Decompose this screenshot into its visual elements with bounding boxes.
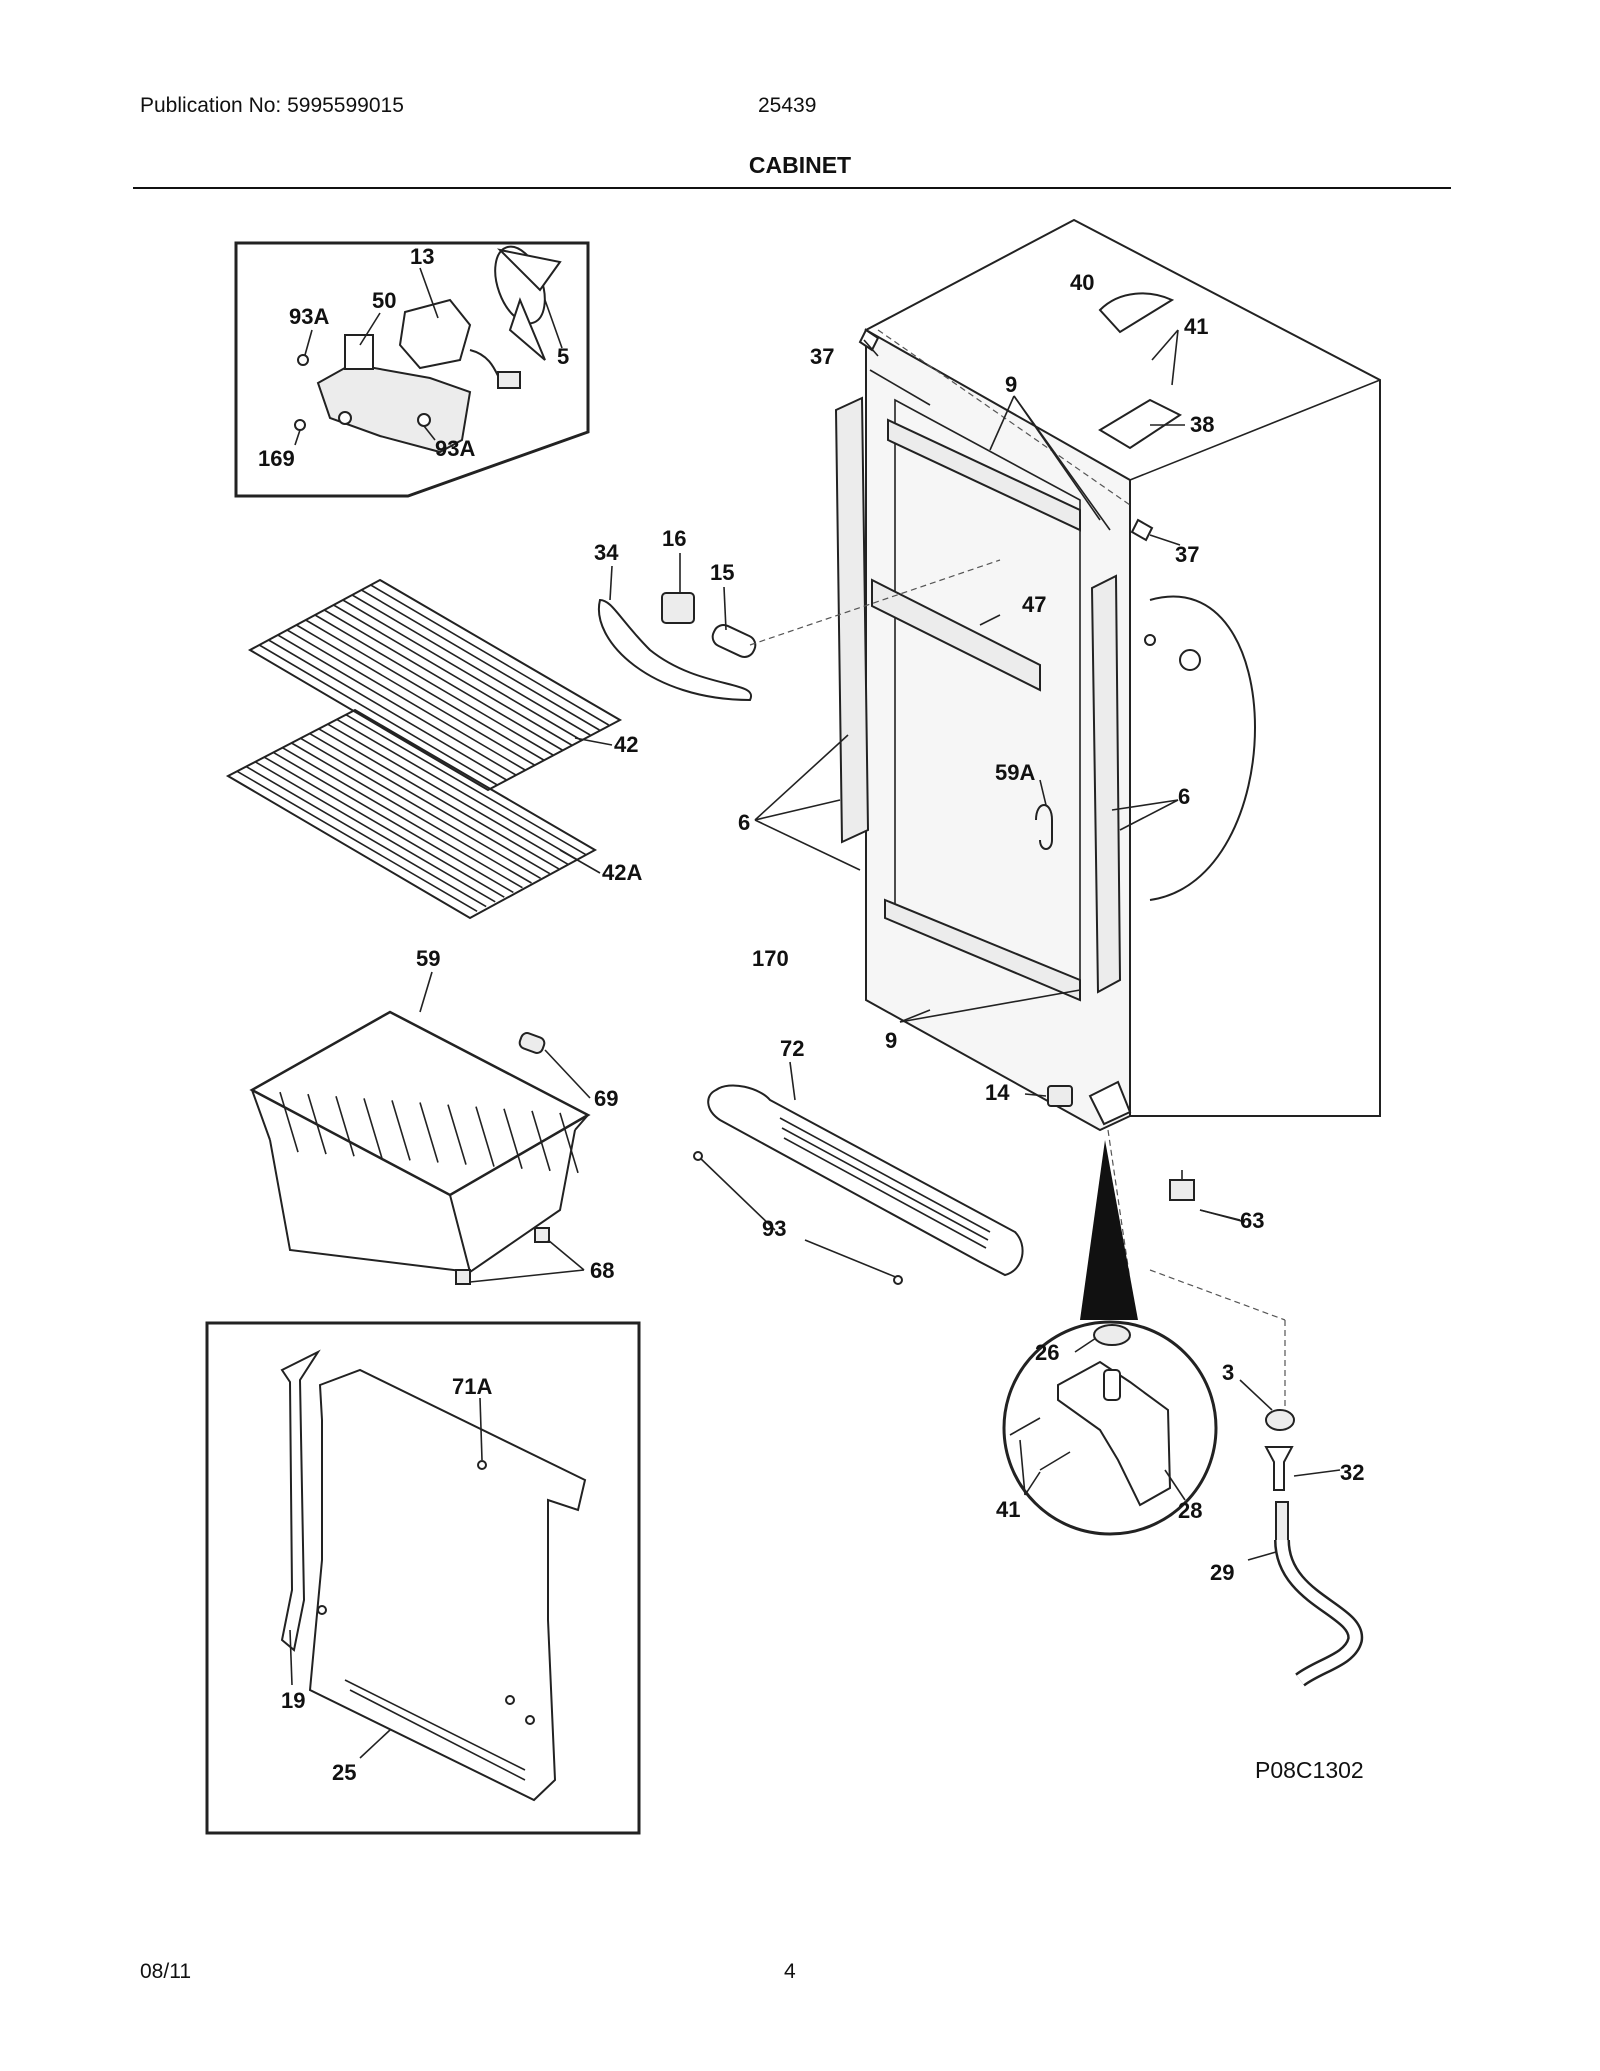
wire-rod bbox=[531, 1110, 551, 1172]
footer-date: 08/11 bbox=[140, 1960, 191, 1983]
callout-42: 42 bbox=[614, 732, 638, 757]
diagram-code: P08C1302 bbox=[1255, 1757, 1364, 1783]
wire-rod bbox=[272, 751, 514, 894]
wire-rod bbox=[475, 1106, 495, 1167]
callout-47: 47 bbox=[1022, 592, 1046, 617]
wire-rod bbox=[342, 599, 582, 741]
callout-63: 63 bbox=[1240, 1208, 1264, 1233]
wire-rod bbox=[263, 756, 505, 898]
callout-69: 69 bbox=[594, 1086, 618, 1111]
callout-72: 72 bbox=[780, 1036, 804, 1061]
callout-28: 28 bbox=[1178, 1498, 1202, 1523]
wire-rod bbox=[254, 761, 496, 903]
callout-3: 3 bbox=[1222, 1360, 1234, 1385]
wire-rod bbox=[309, 732, 551, 875]
callout-38: 38 bbox=[1190, 412, 1214, 437]
wire-rod bbox=[336, 718, 578, 861]
wire-rod bbox=[286, 629, 526, 771]
wire-rod bbox=[282, 747, 523, 889]
callout-32: 32 bbox=[1340, 1460, 1364, 1485]
callout-50: 50 bbox=[372, 288, 396, 313]
wire-rod bbox=[236, 770, 478, 912]
wire-rod bbox=[279, 1091, 299, 1153]
wire-rod bbox=[351, 594, 591, 736]
callout-6: 6 bbox=[738, 810, 750, 835]
callout-16: 16 bbox=[662, 526, 686, 551]
callout-40: 40 bbox=[1070, 270, 1094, 295]
wire-rod bbox=[419, 1102, 439, 1163]
callout-9: 9 bbox=[885, 1028, 897, 1053]
callout-14: 14 bbox=[985, 1080, 1010, 1105]
wire-rod bbox=[291, 742, 532, 884]
callout-170: 170 bbox=[752, 946, 789, 971]
wire-rod bbox=[258, 644, 498, 786]
wire-rod bbox=[245, 765, 487, 908]
callout-13: 13 bbox=[410, 244, 434, 269]
callout-59: 59 bbox=[416, 946, 440, 971]
cabinet-body: 37 40 41 9 38 37 47 59A 6 6 170 9 bbox=[738, 218, 1381, 1223]
fan-motor-inset: 13 93A 50 5 169 93A bbox=[234, 241, 590, 498]
callout-19: 19 bbox=[281, 1688, 305, 1713]
wire-rod bbox=[300, 737, 541, 879]
back-panel-inset: 71A 19 25 bbox=[205, 1321, 641, 1835]
callout-15: 15 bbox=[710, 560, 734, 585]
callout-29: 29 bbox=[1210, 1560, 1234, 1585]
publication-number: Publication No: 5995599015 bbox=[140, 94, 404, 117]
wire-rod bbox=[305, 619, 545, 761]
wire-rod bbox=[335, 1096, 355, 1157]
wire-rod bbox=[327, 723, 569, 865]
wire-rod bbox=[323, 609, 563, 751]
callout-37: 37 bbox=[810, 344, 834, 369]
wire-rod bbox=[559, 1112, 579, 1174]
wire-rod bbox=[277, 634, 517, 776]
callout-9: 9 bbox=[1005, 372, 1017, 397]
callout-41: 41 bbox=[1184, 314, 1208, 339]
callout-37: 37 bbox=[1175, 542, 1199, 567]
wire-rod bbox=[503, 1108, 523, 1169]
wire-rod bbox=[345, 714, 587, 856]
callout-42a: 42A bbox=[602, 860, 642, 885]
header-divider bbox=[133, 187, 1451, 189]
basket: 59 69 68 bbox=[249, 946, 618, 1285]
wire-rod bbox=[318, 728, 560, 870]
wire-rod bbox=[333, 604, 572, 746]
wire-rod bbox=[447, 1104, 467, 1165]
hinge-detail: 26 41 28 bbox=[996, 1320, 1218, 1536]
callout-34: 34 bbox=[594, 540, 619, 565]
wire-rod bbox=[268, 639, 507, 781]
wire-rod bbox=[391, 1100, 411, 1161]
callout-93: 93 bbox=[762, 1216, 786, 1241]
callout-6: 6 bbox=[1178, 784, 1190, 809]
wire-rod bbox=[363, 1098, 383, 1159]
wire-rod bbox=[296, 624, 535, 766]
callout-5: 5 bbox=[557, 344, 569, 369]
wire-shelves: 42 42A bbox=[225, 578, 642, 920]
callout-169: 169 bbox=[258, 446, 295, 471]
door-hardware: 3 32 29 bbox=[1210, 1360, 1364, 1687]
page-title: CABINET bbox=[748, 152, 852, 178]
wire-rod bbox=[361, 589, 600, 731]
wire-rod bbox=[370, 584, 610, 726]
callout-26: 26 bbox=[1035, 1340, 1059, 1365]
wire-rod bbox=[307, 1093, 327, 1155]
page-number: 4 bbox=[784, 1960, 796, 1983]
light-assembly: 34 16 15 bbox=[594, 526, 1001, 702]
callout-41: 41 bbox=[996, 1497, 1020, 1522]
callout-68: 68 bbox=[590, 1258, 614, 1283]
callout-71a: 71A bbox=[452, 1374, 492, 1399]
callout-59a: 59A bbox=[995, 760, 1035, 785]
wire-rod bbox=[314, 614, 554, 756]
callout-25: 25 bbox=[332, 1760, 356, 1785]
callout-93a: 93A bbox=[289, 304, 329, 329]
callout-93a: 93A bbox=[435, 436, 475, 461]
kick-plate: 72 93 bbox=[693, 1036, 1024, 1285]
lower-hinge-area: 14 63 bbox=[985, 1080, 1286, 1410]
model-number: 25439 bbox=[758, 94, 817, 117]
